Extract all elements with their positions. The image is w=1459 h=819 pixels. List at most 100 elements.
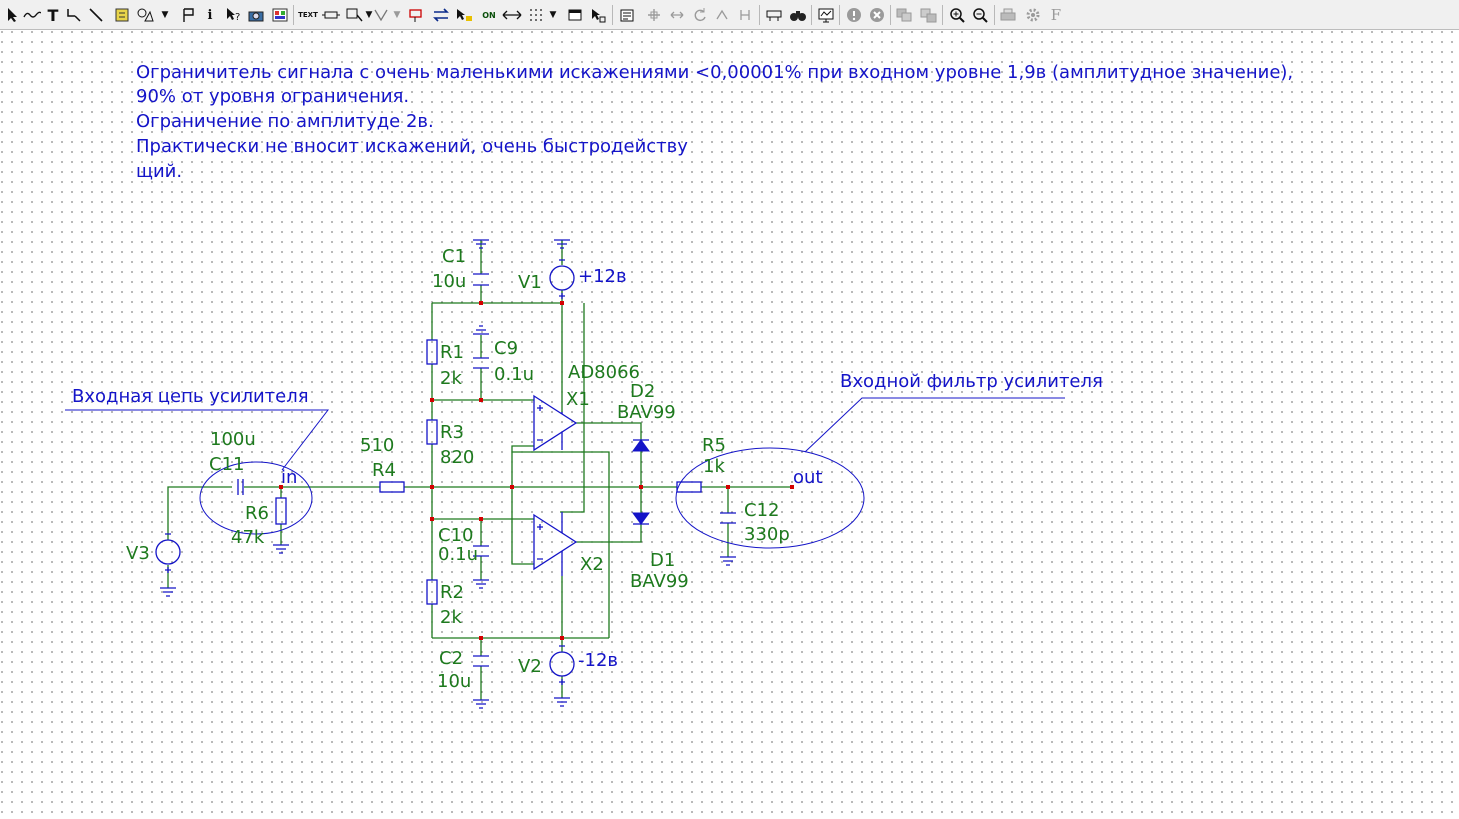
dimension-arrow-icon[interactable]: [502, 4, 522, 26]
zoom-in-icon[interactable]: [947, 4, 967, 26]
rotate-icon[interactable]: [690, 4, 710, 26]
ground-symbol[interactable]: [473, 699, 489, 709]
grid-icon[interactable]: [526, 4, 546, 26]
orthogonal-line-icon[interactable]: [64, 4, 84, 26]
chevron-down-icon[interactable]: ▼: [161, 10, 169, 20]
wire-tool-icon[interactable]: [22, 4, 42, 26]
wire-cross-top[interactable]: [560, 303, 585, 513]
resistor-r1[interactable]: [426, 339, 438, 365]
ground-symbol[interactable]: [473, 325, 489, 335]
voltage-probe-icon[interactable]: [371, 4, 391, 26]
flag-icon[interactable]: [178, 4, 198, 26]
wire-x2-out-to-d1[interactable]: [576, 524, 642, 543]
flip-vertical-icon[interactable]: [735, 4, 755, 26]
wire-cross-right[interactable]: [512, 451, 610, 638]
chevron-down-icon[interactable]: ▼: [549, 10, 557, 20]
toolbar: T ▼ i ? TEXT ▼ ▼ ON: [0, 0, 1459, 30]
window-icon[interactable]: [565, 4, 585, 26]
camera-icon[interactable]: [246, 4, 266, 26]
net-label-icon[interactable]: [407, 4, 427, 26]
copy-windows-icon[interactable]: [894, 4, 914, 26]
palette-icon[interactable]: [270, 4, 290, 26]
ground-symbol[interactable]: [473, 579, 489, 589]
shapes-icon[interactable]: [135, 4, 155, 26]
wire-x1-out-to-d2[interactable]: [576, 422, 642, 440]
wire-node-to-x1-minus[interactable]: [511, 445, 534, 487]
label-r2-name: R2: [440, 582, 464, 603]
chevron-down-icon[interactable]: ▼: [365, 10, 373, 20]
resistor-r3[interactable]: [426, 419, 438, 445]
junction-dot: [639, 485, 643, 489]
voltage-source-v1[interactable]: [549, 259, 575, 299]
select-arrow-icon[interactable]: [2, 4, 22, 26]
schematic-canvas[interactable]: Ограничитель сигнала с очень маленькими …: [0, 30, 1459, 819]
voltage-source-v3[interactable]: [155, 533, 181, 573]
info-icon[interactable]: i: [207, 7, 213, 23]
resistor-r2[interactable]: [426, 579, 438, 605]
diagonal-line-icon[interactable]: [86, 4, 106, 26]
run-cursor-icon[interactable]: [454, 4, 474, 26]
ground-symbol[interactable]: [554, 697, 570, 707]
ground-symbol[interactable]: [720, 556, 736, 566]
junction-dot: [726, 485, 730, 489]
on-toggle-button[interactable]: ON: [482, 10, 496, 20]
diode-d2[interactable]: [632, 439, 650, 452]
ground-symbol[interactable]: [160, 587, 176, 597]
cancel-icon[interactable]: [867, 4, 887, 26]
help-cursor-icon[interactable]: ?: [224, 4, 244, 26]
label-v2-value: -12в: [578, 650, 618, 671]
mirror-icon[interactable]: [712, 4, 732, 26]
input-filter-leader[interactable]: [804, 397, 1065, 453]
capacitor-c10[interactable]: [473, 545, 489, 557]
input-circuit-ellipse[interactable]: [199, 461, 313, 535]
flip-horizontal-icon[interactable]: [667, 4, 687, 26]
settings-gear-icon[interactable]: [1023, 4, 1043, 26]
binoculars-icon[interactable]: [788, 4, 808, 26]
capacitor-c11[interactable]: [237, 479, 244, 495]
probe-tool-icon[interactable]: [344, 4, 364, 26]
properties-icon[interactable]: [617, 4, 637, 26]
resistor-tool-icon[interactable]: [321, 4, 341, 26]
zoom-out-icon[interactable]: [970, 4, 990, 26]
ground-symbol[interactable]: [273, 544, 289, 554]
chevron-down-icon[interactable]: ▼: [393, 10, 401, 20]
align-icon[interactable]: [644, 4, 664, 26]
label-c1-name: C1: [442, 246, 466, 267]
opamp-x1[interactable]: [533, 394, 578, 452]
tile-windows-icon[interactable]: [918, 4, 938, 26]
resistor-r5[interactable]: [676, 481, 702, 493]
wire-node-to-x2-minus[interactable]: [511, 487, 534, 565]
label-v1-value: +12в: [578, 266, 627, 287]
wire-v3-to-c11[interactable]: [167, 486, 232, 540]
text-label-button[interactable]: TEXT: [298, 11, 318, 19]
pointer-select-icon[interactable]: [589, 4, 609, 26]
junction-dot: [510, 485, 514, 489]
component-library-icon[interactable]: [112, 4, 132, 26]
capacitor-c9[interactable]: [473, 357, 489, 369]
label-c9-name: C9: [494, 338, 518, 359]
label-c1-value: 10u: [432, 271, 466, 292]
voltage-source-v2[interactable]: [549, 645, 575, 685]
text-tool-icon[interactable]: T: [47, 5, 59, 25]
font-button[interactable]: F: [1050, 6, 1062, 24]
diode-d1[interactable]: [632, 512, 650, 525]
ground-symbol[interactable]: [554, 239, 570, 249]
find-component-icon[interactable]: [764, 4, 784, 26]
resistor-r6[interactable]: [275, 497, 287, 525]
swap-arrows-icon[interactable]: [431, 4, 451, 26]
capacitor-c1[interactable]: [473, 273, 489, 286]
input-filter-ellipse[interactable]: [675, 447, 865, 549]
component-labels: C1 10u V1 +12в R1 2k C9 0.1u AD8066 X1 D…: [126, 246, 822, 692]
stop-icon[interactable]: [844, 4, 864, 26]
ground-symbol[interactable]: [473, 239, 489, 249]
print-icon[interactable]: [998, 4, 1018, 26]
analysis-icon[interactable]: [816, 4, 836, 26]
input-circuit-leader[interactable]: [65, 409, 330, 471]
capacitor-c2[interactable]: [473, 655, 489, 667]
resistor-r4[interactable]: [379, 481, 405, 493]
capacitor-c12[interactable]: [720, 512, 736, 524]
opamp-x2[interactable]: [533, 512, 578, 576]
label-d1-name: D1: [650, 550, 675, 571]
label-v3-name: V3: [126, 543, 150, 564]
label-c9-value: 0.1u: [494, 364, 534, 385]
